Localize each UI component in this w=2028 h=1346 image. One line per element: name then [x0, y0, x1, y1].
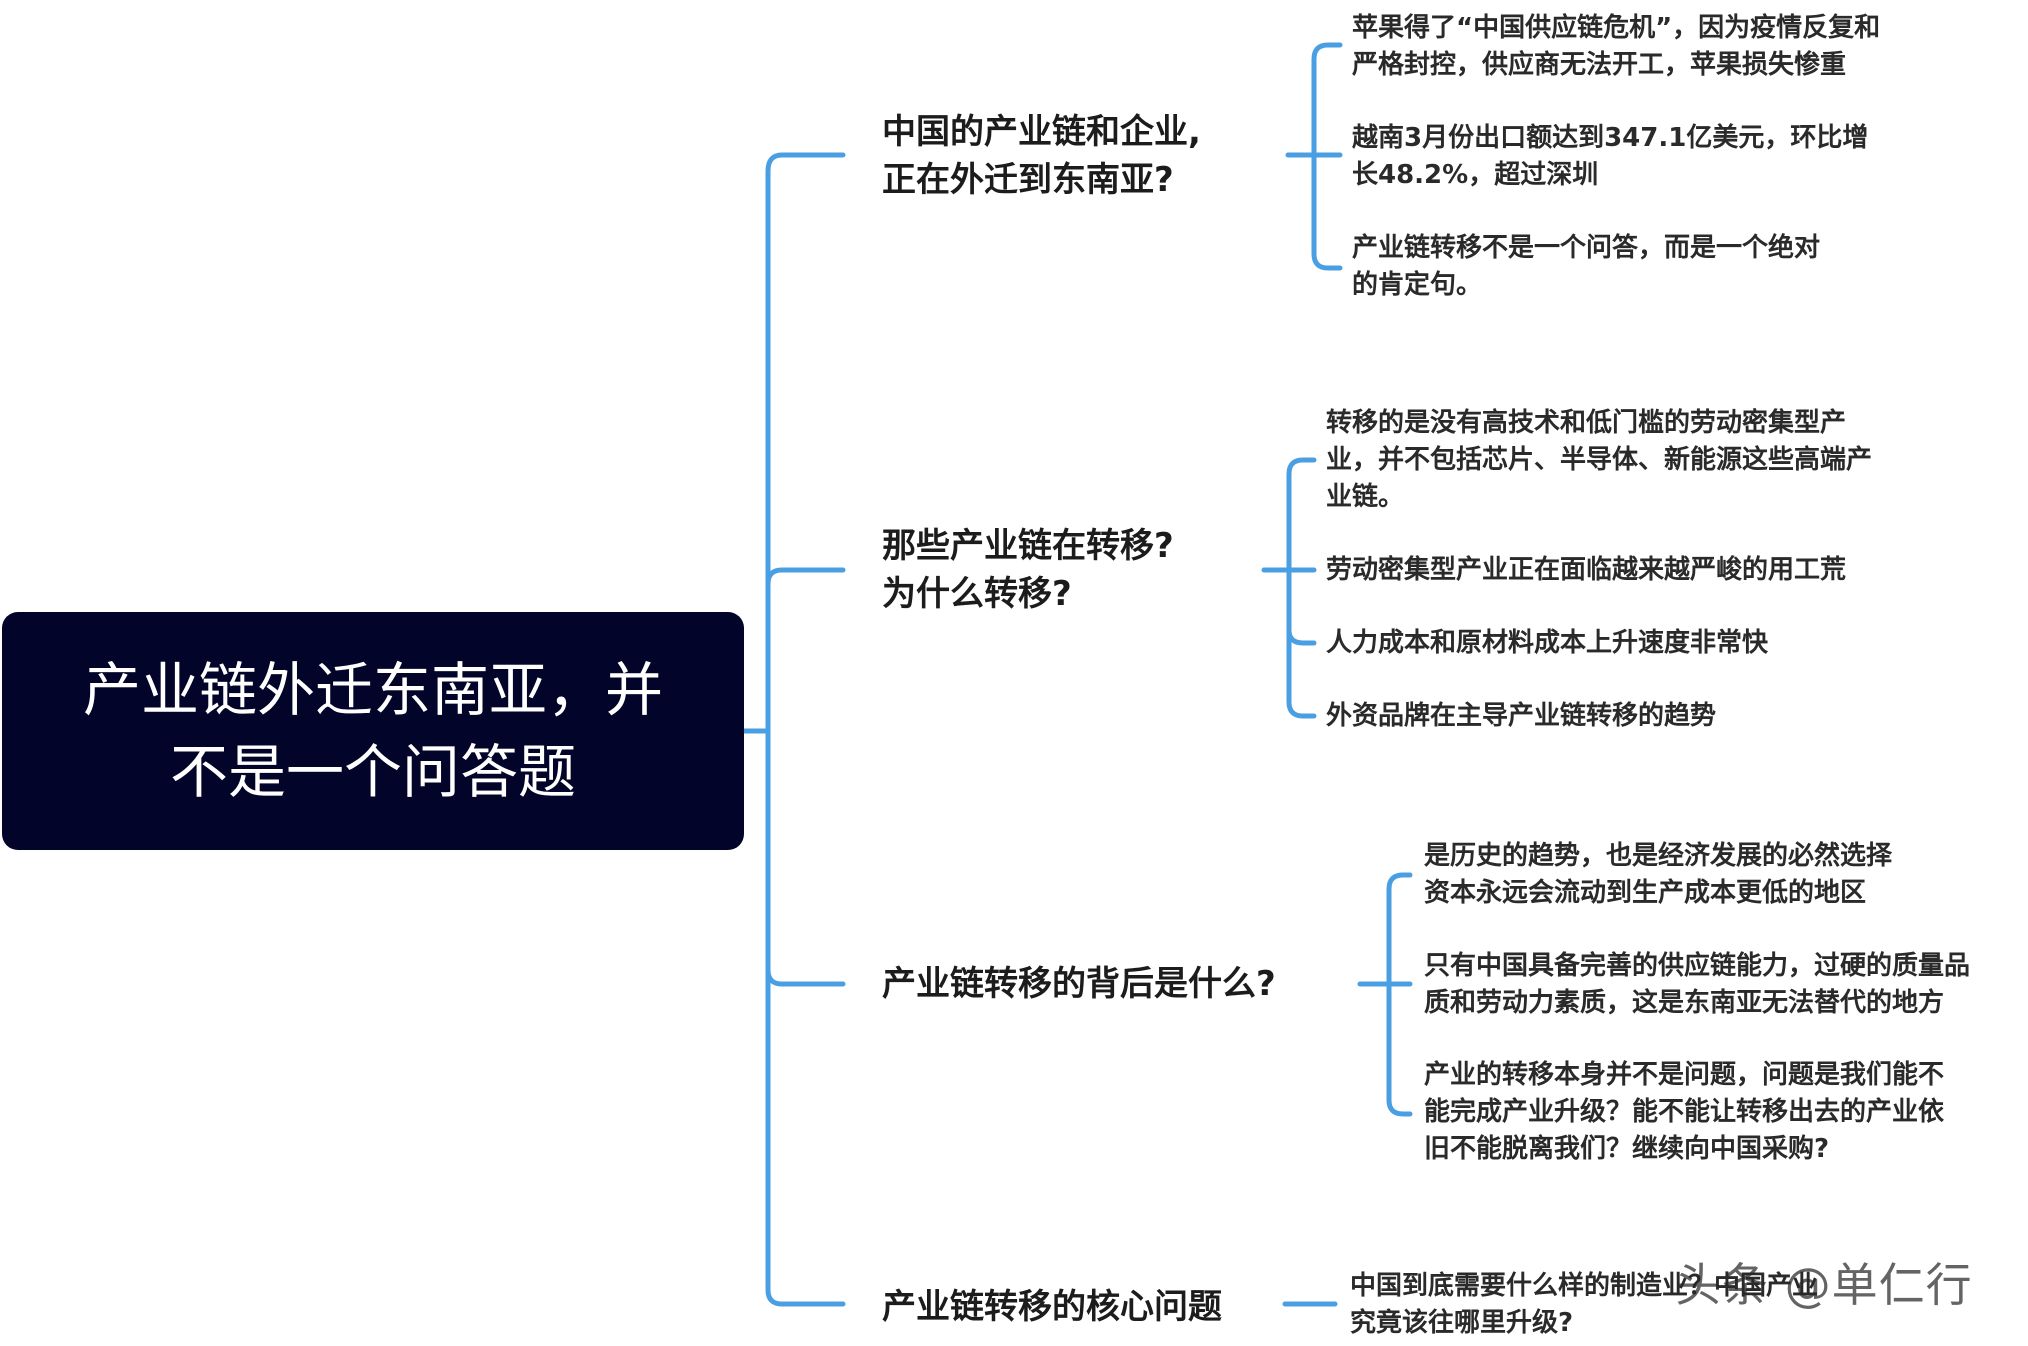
- branch-2-title: 那些产业链在转移? 为什么转移?: [882, 526, 1174, 614]
- branch-2-leaf-2: 劳动密集型产业正在面临越来越严峻的用工荒: [1326, 555, 1847, 585]
- root-title-line-1: 产业链外迁东南亚，并: [82, 656, 663, 724]
- branch-3-connector: [765, 967, 846, 987]
- branch-1-title: 中国的产业链和企业, 正在外迁到东南亚?: [882, 112, 1201, 200]
- watermark: 头条 @单仁行: [1675, 1258, 1973, 1312]
- branch-1-leaf-2: 越南3月份出口额达到347.1亿美元，环比增长48.2%，超过深圳: [1352, 123, 1869, 190]
- branch-3-title: 产业链转移的背后是什么?: [882, 964, 1276, 1004]
- branch-4-title: 产业链转移的核心问题: [882, 1287, 1222, 1327]
- root-title-line-2: 不是一个问答题: [169, 738, 576, 806]
- branch-3-bracket: [1386, 872, 1413, 1117]
- branch-1-leaf-1: 苹果得了“中国供应链危机”，因为疫情反复和严格封控，供应商无法开工，苹果损失惨重: [1352, 13, 1881, 80]
- branch-4-leaf-1: 中国到底需要什么样的制造业？中国产业究竟该往哪里升级?: [1350, 1271, 1819, 1338]
- branch-2-leaf-4: 外资品牌在主导产业链转移的趋势: [1326, 701, 1717, 731]
- branch-1-leaf-3: 产业链转移不是一个问答，而是一个绝对的肯定句。: [1352, 233, 1821, 300]
- branch-3-leaf-1: 是历史的趋势，也是经济发展的必然选择资本永远会流动到生产成本更低的地区: [1424, 841, 1893, 908]
- branch-2-leaf-3-tick: [1286, 627, 1317, 646]
- branch-2-connector: [765, 567, 846, 587]
- main-spine: [765, 152, 846, 1307]
- branch-3-leaf-3: 产业的转移本身并不是问题，问题是我们能不能完成产业升级？能不能让转移出去的产业依…: [1424, 1060, 1945, 1164]
- branch-2-leaf-1: 转移的是没有高技术和低门槛的劳动密集型产业，并不包括芯片、半导体、新能源这些高端…: [1326, 408, 1873, 512]
- branch-2-bracket: [1286, 457, 1317, 719]
- branch-2-leaf-3: 人力成本和原材料成本上升速度非常快: [1326, 628, 1769, 658]
- branch-3-leaf-2: 只有中国具备完善的供应链能力，过硬的质量品质和劳动力素质，这是东南亚无法替代的地…: [1424, 951, 1971, 1018]
- root-topic: 产业链外迁东南亚，并 不是一个问答题: [2, 612, 744, 850]
